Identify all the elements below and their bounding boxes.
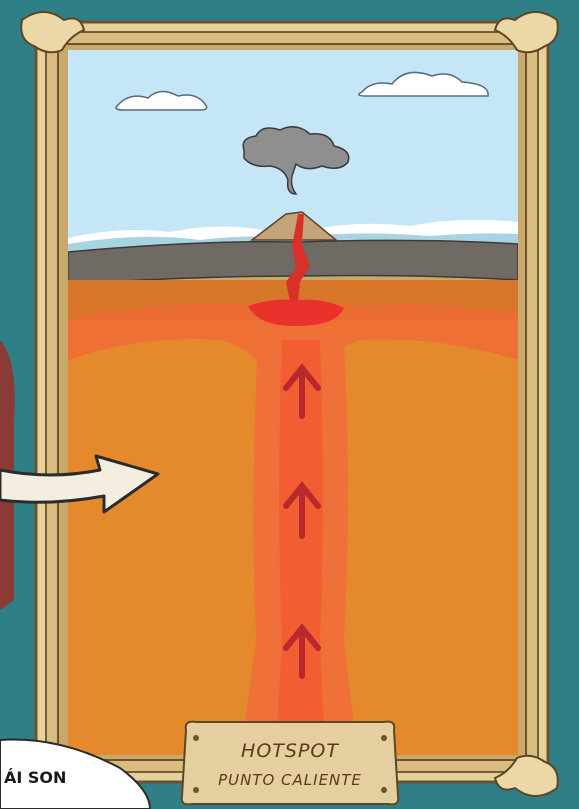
illustration <box>68 50 518 760</box>
speech-bubble-text: ÁI SON <box>4 768 66 787</box>
name-plaque <box>182 722 399 805</box>
